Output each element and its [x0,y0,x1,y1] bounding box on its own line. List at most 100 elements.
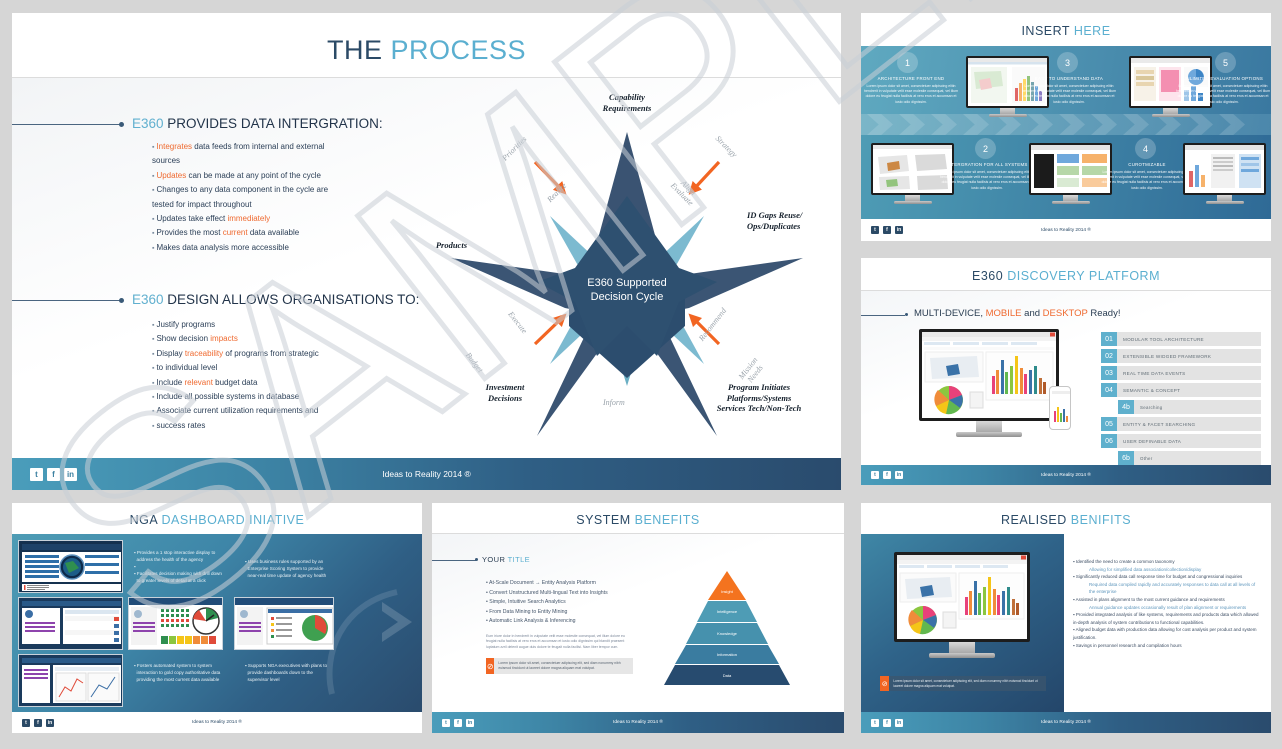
monitor-thumbnail-2a [871,143,954,204]
label-line: Ops/Duplicates [747,220,801,231]
social-icons[interactable]: t f in [30,467,77,481]
list-item: Significantly reduced data call response… [1073,573,1261,581]
feature-label: Other [1134,451,1261,465]
linkedin-icon[interactable]: in [895,471,903,479]
slide-nga-dashboard[interactable]: NGA DASHBOARD INIATIVE [12,503,422,733]
twitter-icon[interactable]: t [30,467,43,481]
benefits-pyramid: Insight Intelligence Knowledge Informati… [657,571,797,686]
feature-row-6b[interactable]: 6b Other [1118,451,1261,465]
nga-points-col1: Provides a 1 stop interactive display to… [134,549,222,584]
connector-line-1 [12,124,120,125]
facebook-icon[interactable]: f [47,467,60,481]
list-item: Supports NGA executives with plans to pr… [245,662,328,683]
title-accent: DISCOVERY PLATFORM [1007,269,1160,283]
slide-the-process[interactable]: THE PROCESS E360 PROVIDES DATA INTERGRAT… [12,13,841,490]
slide-e360-discovery-platform[interactable]: E360 DISCOVERY PLATFORM MULTI-DEVICE, MO… [861,258,1271,485]
linkedin-icon[interactable]: in [64,467,77,481]
step-number-1: 1 [897,52,918,73]
center-line-2: Decision Cycle [590,291,664,303]
slide-system-benefits[interactable]: SYSTEM BENEFITS YOUR TITLE At-Scale Docu… [432,503,844,733]
system-bullets: At-Scale Document → Entity Analysis Plat… [486,579,608,627]
list-item: Justify programs [152,318,319,332]
feature-row-3[interactable]: 03 REAL TIME DATA EVENTS [1101,366,1261,380]
discovery-headline: MULTI-DEVICE, MOBILE and DESKTOP Ready! [914,308,1120,319]
facebook-icon[interactable]: f [454,718,462,727]
social-icons[interactable]: t f in [442,718,474,727]
feature-row-6[interactable]: 06 USER DEFINABLE DATA [1101,434,1261,448]
caption-title: UNLIMITED EVALUATION OPTIONS [1182,76,1264,81]
title-accent: DASHBOARD INIATIVE [161,513,305,527]
list-item: Convert Unstructured Multi-lingual Text … [486,589,607,599]
nga-dash-preview-1 [19,541,122,592]
process-body: E360 PROVIDES DATA INTERGRATION: Integra… [12,78,841,458]
page-title: THE PROCESS [12,13,841,66]
twitter-icon[interactable]: t [442,718,450,727]
linkedin-icon[interactable]: in [46,718,54,727]
list-item: Identified the need to create a common t… [1073,558,1261,566]
nga-thumb-2 [18,597,123,650]
linkedin-icon[interactable]: in [895,718,903,727]
feature-label: Searching [1134,400,1261,414]
system-paragraph: Eum iriure dolor in hendrerit in vulputa… [486,634,625,649]
title-accent: HERE [1073,24,1111,38]
slide-footer: t f in Ideas to Reality 2014 ® [861,465,1271,485]
footer-brand: Ideas to Reality 2014 ® [382,469,471,479]
nga-thumb-3 [18,654,123,707]
feature-label: ENTITY & FACET SEARCHING [1117,417,1261,431]
insert-header: INSERT HERE [861,13,1271,46]
feature-row-5[interactable]: 05 ENTITY & FACET SEARCHING [1101,417,1261,431]
social-icons[interactable]: t f in [22,718,54,727]
list-item: Display traceability of programs from st… [152,347,318,361]
dashboard-preview-4a [1031,145,1110,193]
star-dark-layer [451,132,803,436]
footer-brand: Ideas to Reality 2014 ® [1041,720,1091,725]
label-line: ID Gaps Reuse/ [747,210,803,220]
facebook-icon[interactable]: f [883,471,891,479]
phone-dashboard [1051,391,1070,425]
social-icons[interactable]: t f in [871,226,903,234]
process-header: THE PROCESS [12,13,841,78]
nga-points-col3: Fosters automated system to system inter… [134,662,221,683]
slide-insert-here[interactable]: INSERT HERE 1 ARCHITECTURE FRONT END Lor… [861,13,1271,241]
star-label-capability: Capability Requirements [582,92,672,113]
insert-band-chevrons [861,114,1271,135]
twitter-icon[interactable]: t [22,718,30,727]
linkedin-icon[interactable]: in [895,226,903,234]
nga-dash-preview-3 [19,655,122,706]
page-title: E360 DISCOVERY PLATFORM [861,258,1271,283]
label-line: Investment [485,382,525,392]
caption-title: CUROTMIZABLE [1128,162,1166,167]
monitor-thumbnail-4a [1029,143,1112,204]
linkedin-icon[interactable]: in [466,718,474,727]
title-main: SYSTEM [576,513,631,527]
system-note: ⊘ Lorem ipsum dolor sit amet, consectetu… [486,658,633,674]
feature-row-1[interactable]: 01 MODULAR TOOL ARCHITECTURE [1101,332,1261,346]
feature-row-4[interactable]: 04 SEMANTIC & CONCEPT [1101,383,1261,397]
headline-part: and [1021,308,1043,319]
twitter-icon[interactable]: t [871,226,879,234]
list-item: Allowing for simplified data association… [1089,566,1202,572]
feature-number: 02 [1101,349,1117,363]
pyramid-label-data: Data [722,672,732,678]
list-item: tested for impact throughout [152,199,252,209]
design-bullets: Justify programs Show decision impacts D… [152,318,319,433]
feature-row-4b[interactable]: 4b Searching [1118,400,1261,414]
pyramid-label-intelligence: Intelligence [716,608,738,614]
facebook-icon[interactable]: f [883,226,891,234]
step-number-3: 3 [1057,52,1078,73]
title-main: E360 [972,269,1004,283]
social-icons[interactable]: t f in [871,718,903,727]
nga-body: Provides a 1 stop interactive display to… [12,534,422,712]
twitter-icon[interactable]: t [871,471,879,479]
facebook-icon[interactable]: f [34,718,42,727]
slide-footer: t f in Ideas to Reality 2014 ® [861,219,1271,241]
feature-row-2[interactable]: 02 EXTENSIBLE WIDGED FRAMEWORK [1101,349,1261,363]
twitter-icon[interactable]: t [871,718,879,727]
star-label-inform: Inform [603,398,625,407]
facebook-icon[interactable]: f [883,718,891,727]
e360-brand-1: E360 [132,116,164,131]
slide-realised-benefits[interactable]: REALISED BENIFITS [861,503,1271,733]
info-icon: ⊘ [880,676,890,692]
social-icons[interactable]: t f in [871,471,903,479]
list-item: Makes data analysis more accessible [152,241,328,255]
